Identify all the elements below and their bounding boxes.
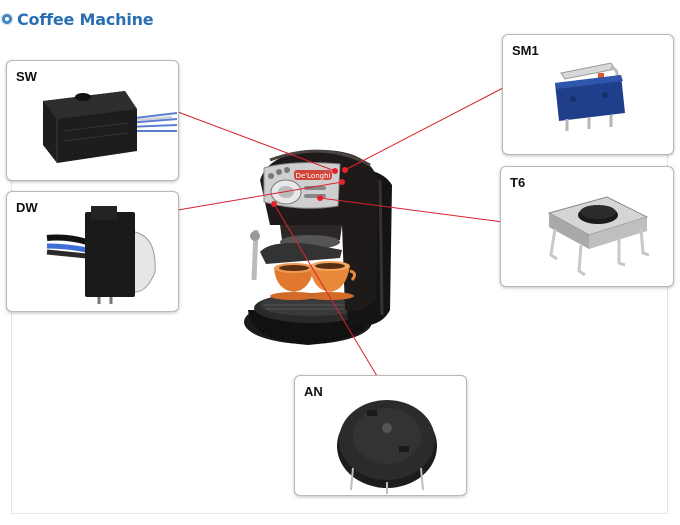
tactile-switch-t6-image <box>547 196 650 277</box>
component-label-sm1: SM1 <box>512 43 539 58</box>
component-card-t6: T6 <box>500 166 674 287</box>
micro-switch-sm1-image <box>555 62 625 131</box>
leader-line-t6 <box>319 197 504 223</box>
component-card-sm1: SM1 <box>502 34 674 155</box>
leader-line-dw <box>177 181 343 211</box>
leader-line-sm1 <box>344 87 504 171</box>
page-title: Coffee Machine <box>17 9 154 29</box>
leader-line-an <box>273 203 378 377</box>
component-label-dw: DW <box>16 200 38 215</box>
header: Coffee Machine <box>2 8 154 30</box>
component-card-sw: SW <box>6 60 179 181</box>
rotary-encoder-an-image <box>337 400 437 494</box>
circle-bullet-icon <box>2 14 12 24</box>
component-label-t6: T6 <box>510 175 526 190</box>
svg-text:De'Longhi: De'Longhi <box>296 172 331 180</box>
door-switch-dw-image <box>46 206 156 304</box>
component-card-dw: DW <box>6 191 179 312</box>
component-label-an: AN <box>304 384 323 399</box>
leader-line-sw <box>177 111 336 172</box>
component-card-an: AN <box>294 375 467 496</box>
component-label-sw: SW <box>16 69 37 84</box>
microswitch-sw-image <box>43 91 178 163</box>
